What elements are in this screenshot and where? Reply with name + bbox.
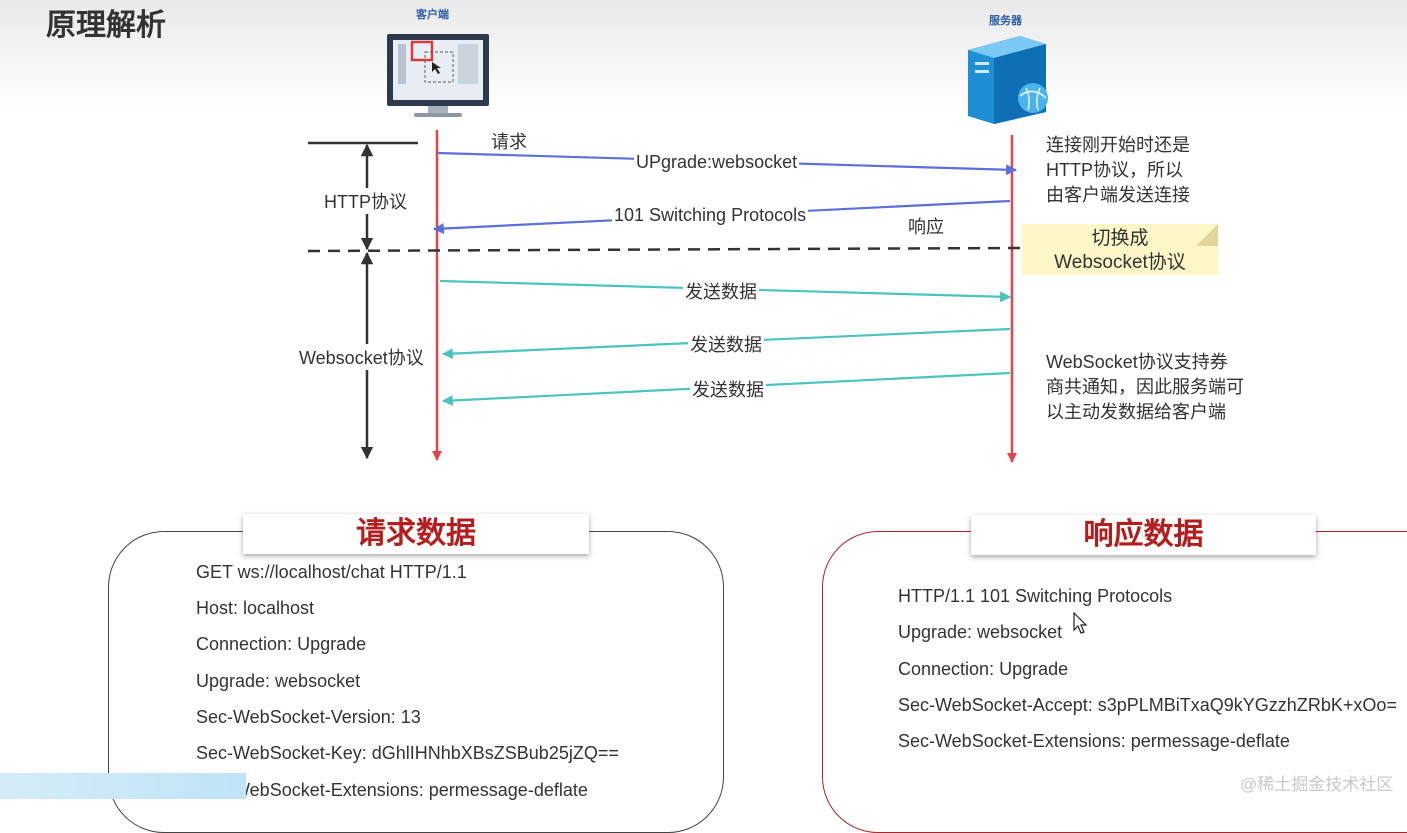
request-label: 请求 [491,132,527,152]
computer-icon [387,34,489,117]
response-line: Sec-WebSocket-Accept: s3pPLMBiTxaQ9kYGzz… [898,695,1397,715]
http-note: 连接刚开始时还是 HTTP协议，所以 由客户端发送连接 [1046,133,1190,208]
switch-note-line-2: Websocket协议 [1054,252,1186,273]
mouse-cursor-icon [1073,612,1088,634]
response-line: HTTP/1.1 101 Switching Protocols [898,586,1173,606]
ws-note-line-3: 以主动发数据给客户端 [1046,402,1226,422]
watermark: @稀土掘金技术社区 [1240,775,1394,794]
upgrade-label: UPgrade:websocket [634,152,800,173]
slide-title: 原理解析 [46,8,166,43]
request-line: Sec-WebSocket-Extensions: permessage-def… [196,780,588,800]
phase-divider [307,246,1023,253]
client-label: 客户端 [416,9,449,21]
response-label: 响应 [908,217,944,237]
http-note-line-2: HTTP协议，所以 [1046,160,1183,180]
request-line: Host: localhost [196,598,315,618]
websocket-note: WebSocket协议支持券 商共通知，因此服务端可 以主动发数据给客户端 [1046,350,1244,425]
request-line: GET ws://localhost/chat HTTP/1.1 [196,562,467,582]
bottom-strip [0,773,246,799]
response-data-box [822,531,1407,833]
switch-sticky-note: 切换成 Websocket协议 [1022,224,1218,275]
send-data-label-3: 发送数据 [690,376,766,402]
send-data-label-1: 发送数据 [683,278,759,304]
response-line: Sec-WebSocket-Extensions: permessage-def… [898,731,1290,751]
request-line: Connection: Upgrade [196,634,367,654]
server-icon [968,36,1048,124]
response-line: Upgrade: websocket [898,622,1063,642]
http-note-line-1: 连接刚开始时还是 [1046,135,1190,155]
sequence-diagram [307,34,1048,463]
request-line: Sec-WebSocket-Version: 13 [196,707,421,727]
http-note-line-3: 由客户端发送连接 [1046,185,1190,205]
top-band [0,0,1407,110]
server-label: 服务器 [989,15,1022,27]
ws-note-line-2: 商共通知，因此服务端可 [1046,377,1244,397]
switching-label: 101 Switching Protocols [612,205,809,226]
request-line: Upgrade: websocket [196,671,361,691]
ws-note-line-1: WebSocket协议支持券 [1046,352,1228,372]
switch-note-line-1: 切换成 [1091,228,1149,249]
response-line: Connection: Upgrade [898,659,1069,679]
response-box-title: 响应数据 [971,515,1316,555]
request-line: Sec-WebSocket-Key: dGhlIHNhbXBsZSBub25jZ… [196,743,619,763]
http-phase-label: HTTP协议 [322,188,409,214]
websocket-phase-label: Websocket协议 [297,344,426,370]
send-data-label-2: 发送数据 [688,331,764,357]
request-box-title: 请求数据 [243,514,589,554]
